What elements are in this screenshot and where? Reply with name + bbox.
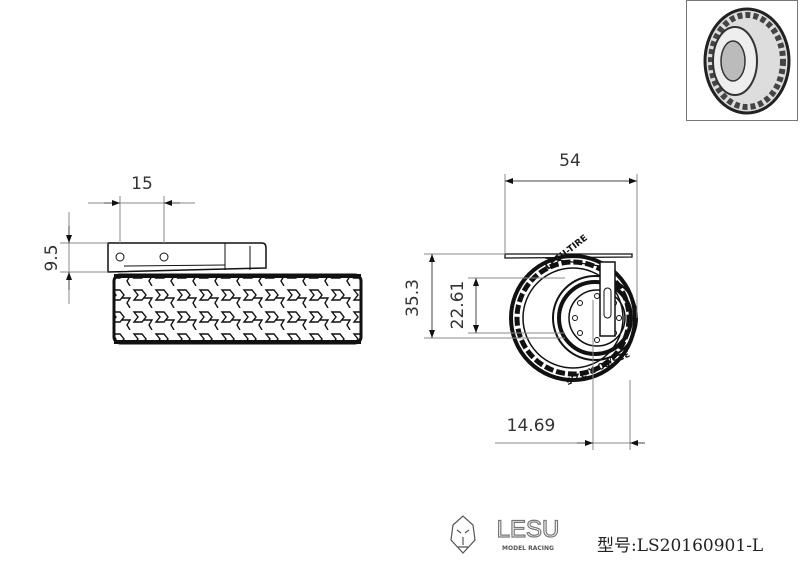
dimension-label-35-3: 35.3	[403, 279, 423, 317]
bracket	[107, 242, 267, 273]
dimension-15: 15	[88, 174, 195, 243]
dimension-label-22-61: 22.61	[448, 281, 468, 330]
logo-tagline-text: MODEL RACING	[502, 545, 554, 552]
tire-front: LESU-TIRE 315/80 R 22.5	[504, 233, 638, 386]
dimension-54: 54	[504, 151, 638, 318]
dimension-22-61: 22.61	[448, 277, 565, 334]
tire-brand-text: LESU-TIRE	[544, 233, 590, 272]
tire-side	[112, 273, 363, 345]
dimension-label-9-5: 9.5	[42, 244, 62, 271]
dimension-label-54: 54	[559, 151, 581, 171]
logo-brand-text: LESU	[497, 516, 560, 543]
dimension-35-3: 35.3	[403, 253, 565, 339]
dimension-label-14-69: 14.69	[507, 416, 556, 436]
lesu-logo: LESU MODEL RACING	[450, 515, 560, 554]
model-number: 型号:LS20160901-L	[597, 536, 764, 556]
tire-thumbnail-image	[703, 7, 791, 115]
dimension-label-15: 15	[131, 174, 153, 194]
bracket-hole	[159, 252, 169, 262]
dimension-9-5: 9.5	[42, 212, 108, 304]
lion-head-icon	[450, 515, 476, 554]
tire-thumbnail	[686, 0, 798, 121]
bracket-hole	[115, 252, 125, 262]
front-view: LESU-TIRE 315/80 R 22.5 54 35.3 22.61	[403, 151, 645, 450]
dimension-14-69: 14.69	[495, 300, 645, 450]
side-view: 15 9.5	[42, 174, 363, 345]
